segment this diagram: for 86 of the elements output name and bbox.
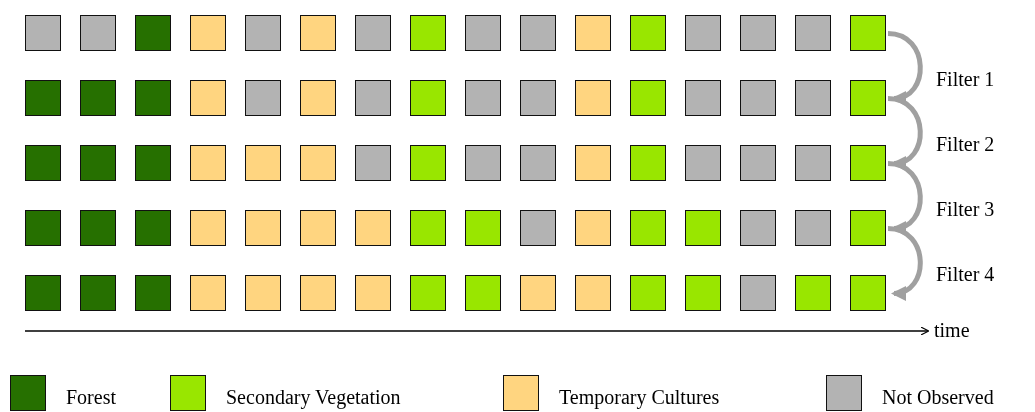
land-cover-square xyxy=(135,275,171,311)
land-cover-square xyxy=(685,80,721,116)
land-cover-square xyxy=(135,145,171,181)
land-cover-square xyxy=(355,145,391,181)
land-cover-square xyxy=(80,15,116,51)
land-cover-square xyxy=(795,15,831,51)
land-cover-square xyxy=(25,15,61,51)
land-cover-square xyxy=(190,15,226,51)
land-cover-square xyxy=(740,145,776,181)
axis-label: time xyxy=(934,319,970,341)
land-cover-square xyxy=(630,210,666,246)
land-cover-square xyxy=(25,275,61,311)
land-cover-square xyxy=(685,145,721,181)
land-cover-square xyxy=(410,80,446,116)
land-cover-square xyxy=(25,145,61,181)
land-cover-square xyxy=(685,275,721,311)
land-cover-square xyxy=(410,275,446,311)
land-cover-square xyxy=(80,80,116,116)
land-cover-square xyxy=(25,210,61,246)
legend-label: Not Observed xyxy=(882,386,994,408)
land-cover-square xyxy=(520,80,556,116)
land-cover-square xyxy=(520,145,556,181)
land-cover-square xyxy=(850,210,886,246)
land-cover-square xyxy=(630,15,666,51)
land-cover-square xyxy=(685,15,721,51)
land-cover-square xyxy=(740,15,776,51)
land-cover-square xyxy=(850,80,886,116)
land-cover-square xyxy=(355,15,391,51)
land-cover-square xyxy=(355,80,391,116)
land-cover-square xyxy=(850,145,886,181)
land-cover-square xyxy=(520,210,556,246)
land-cover-square xyxy=(80,275,116,311)
land-cover-square xyxy=(245,145,281,181)
land-cover-square xyxy=(355,275,391,311)
land-cover-square xyxy=(850,275,886,311)
land-cover-square xyxy=(630,145,666,181)
land-cover-square xyxy=(685,210,721,246)
land-cover-square xyxy=(795,80,831,116)
land-cover-square xyxy=(795,275,831,311)
land-cover-square xyxy=(740,275,776,311)
land-cover-square xyxy=(465,15,501,51)
land-cover-square xyxy=(355,210,391,246)
land-cover-square xyxy=(245,15,281,51)
land-cover-square xyxy=(190,275,226,311)
land-cover-square xyxy=(80,145,116,181)
land-cover-square xyxy=(575,15,611,51)
legend-label: Temporary Cultures xyxy=(559,386,720,408)
land-cover-square xyxy=(245,275,281,311)
land-cover-square xyxy=(795,210,831,246)
land-cover-square xyxy=(410,145,446,181)
land-cover-square xyxy=(300,145,336,181)
land-cover-square xyxy=(245,80,281,116)
land-cover-square xyxy=(630,80,666,116)
land-cover-square xyxy=(410,15,446,51)
legend-label: Forest xyxy=(66,386,116,408)
land-cover-square xyxy=(520,15,556,51)
land-cover-square xyxy=(190,80,226,116)
legend-label: Secondary Vegetation xyxy=(226,386,401,408)
land-cover-square xyxy=(300,210,336,246)
land-cover-square xyxy=(465,210,501,246)
land-cover-square xyxy=(25,80,61,116)
land-cover-square xyxy=(135,15,171,51)
land-cover-square xyxy=(410,210,446,246)
land-cover-square xyxy=(465,145,501,181)
land-cover-square xyxy=(740,210,776,246)
land-cover-square xyxy=(135,210,171,246)
land-cover-square xyxy=(740,80,776,116)
land-cover-square xyxy=(190,210,226,246)
land-cover-square xyxy=(850,15,886,51)
land-cover-square xyxy=(300,15,336,51)
land-cover-square xyxy=(795,145,831,181)
land-cover-square xyxy=(520,275,556,311)
land-cover-square xyxy=(465,80,501,116)
land-cover-square xyxy=(575,275,611,311)
land-cover-square xyxy=(575,80,611,116)
land-cover-square xyxy=(80,210,116,246)
land-cover-square xyxy=(135,80,171,116)
land-cover-square xyxy=(300,80,336,116)
land-cover-square xyxy=(245,210,281,246)
land-cover-square xyxy=(575,145,611,181)
land-cover-square xyxy=(575,210,611,246)
land-cover-square xyxy=(630,275,666,311)
land-cover-square xyxy=(190,145,226,181)
land-cover-square xyxy=(465,275,501,311)
land-cover-square xyxy=(300,275,336,311)
curved-arrow xyxy=(887,226,923,300)
